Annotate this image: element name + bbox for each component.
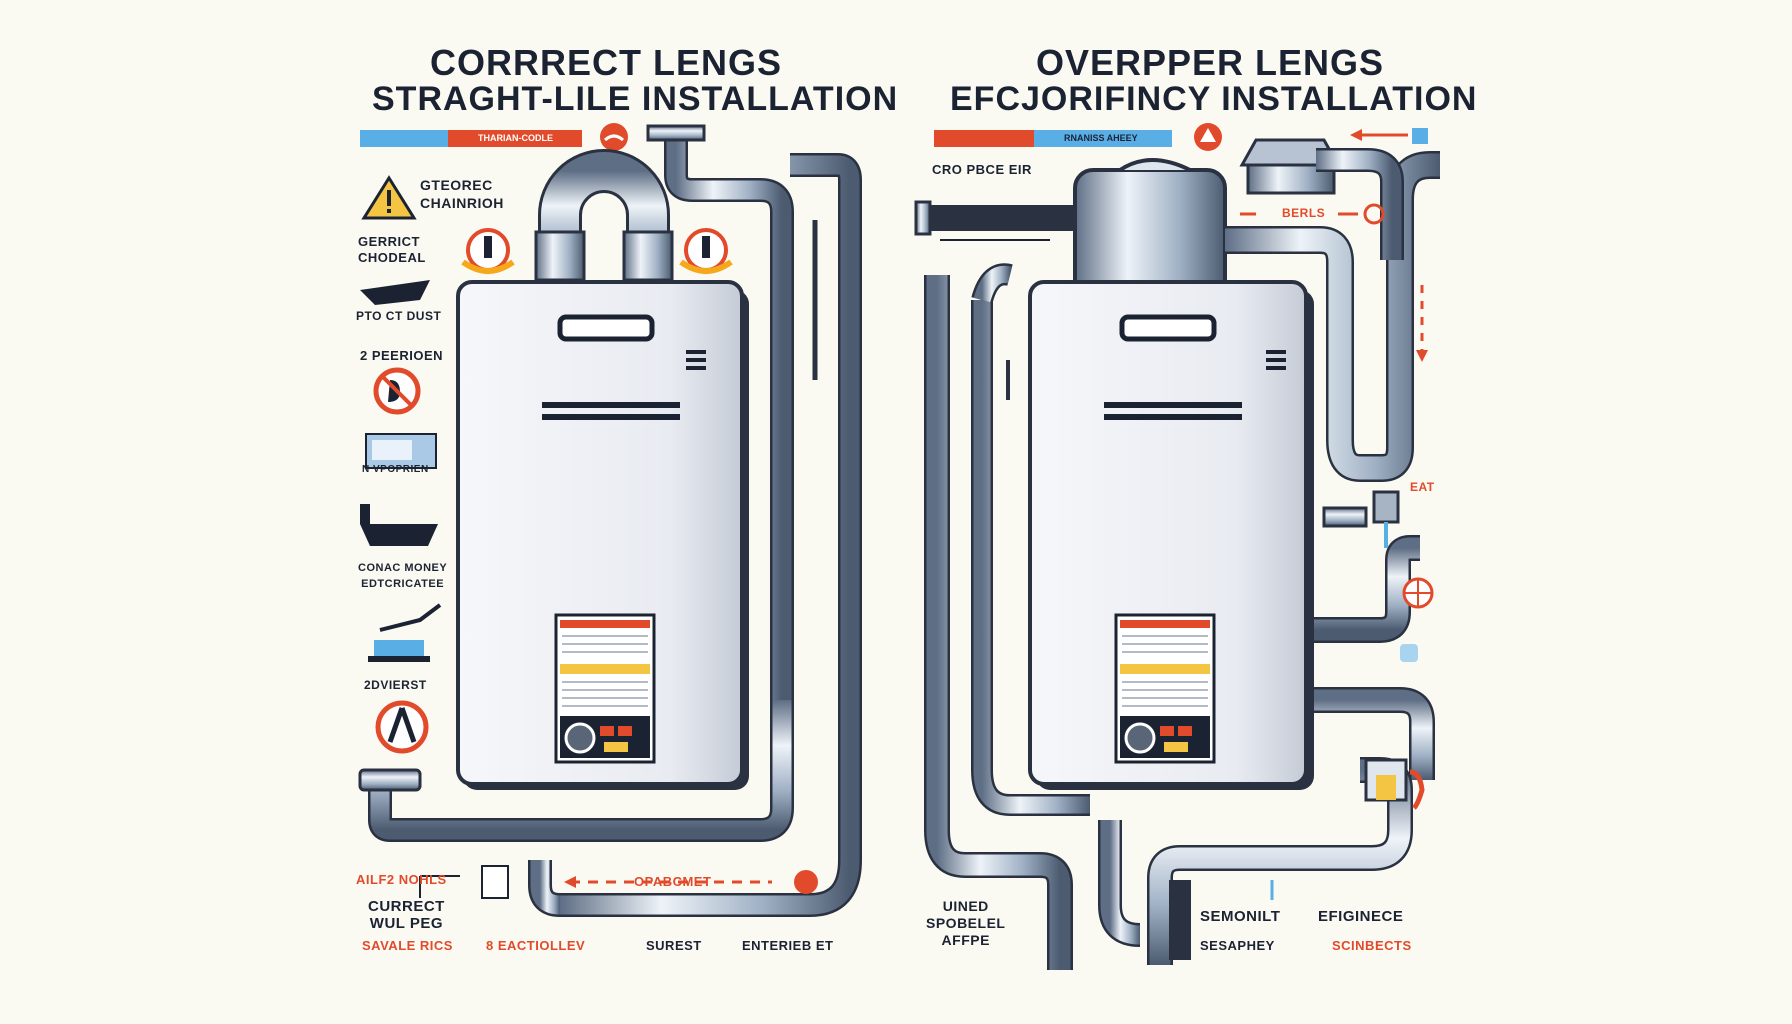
- berls-arrow: [1240, 203, 1385, 225]
- bottom-verticals: [1098, 820, 1191, 960]
- left-banner: THARIAN-CODLE: [448, 130, 582, 148]
- control-dial-icon-right: [1124, 722, 1156, 754]
- right-title-line2: EFCJORIFINCY INSTALLATION: [950, 80, 1478, 118]
- right-banner: RNANISS AHEEY: [1034, 130, 1172, 148]
- label-eat: EAT: [1410, 480, 1435, 494]
- label-conac: CONAC MONEY EDTCRICATEE: [358, 562, 448, 590]
- label-berls: BERLS: [1282, 206, 1326, 220]
- flue-pipe: [646, 124, 794, 720]
- valve-badge-icon-right: [679, 228, 733, 274]
- vent-arch-pipe: [534, 149, 674, 282]
- equipment-icon: [365, 433, 437, 469]
- label-vpoprien: N VPOPRIEN: [362, 464, 429, 475]
- left-banner-label: THARIAN-CODLE: [478, 133, 553, 143]
- tool-icon: [360, 280, 430, 305]
- label-gerrict: GERRICT CHODEAL: [358, 234, 426, 265]
- control-dial-icon: [564, 722, 596, 754]
- label-eactiorlev: 8 EACTIOLLEV: [486, 938, 586, 953]
- label-pto: PTO CT DUST: [356, 309, 442, 323]
- label-efiginece: EFIGINECE: [1318, 908, 1404, 925]
- right-side-pipe: [528, 153, 862, 917]
- grid-globe-icon: [1402, 577, 1434, 609]
- water-heater-right: [1028, 280, 1314, 790]
- label-sesaphey: SESAPHEY: [1200, 938, 1275, 953]
- label-alef: AILF2 NOHLS: [356, 872, 447, 887]
- small-vent-icon: [1412, 128, 1428, 144]
- warning-icon: [361, 175, 417, 220]
- bottom-arrow-left: [564, 870, 818, 894]
- left-title-line2: STRAGHT-LILE INSTALLATION: [372, 80, 899, 118]
- mid-connector-pipe: [1310, 490, 1420, 643]
- winding-pipe-right: [1225, 148, 1440, 482]
- right-panel: [914, 123, 1440, 970]
- no-entry-icon: [373, 367, 421, 415]
- water-heater-left: [456, 280, 749, 790]
- right-title-line1: OVERPPER LENGS: [1036, 42, 1385, 83]
- left-riser-pipes: [924, 263, 1090, 970]
- bottom-feed-pipe: [358, 700, 794, 842]
- label-savale: SAVALE RICS: [362, 938, 453, 953]
- down-arrow-marker: [1416, 285, 1428, 362]
- label-current: CURRECT WUL PEG: [368, 898, 445, 932]
- left-panel: [358, 123, 862, 917]
- label-pbce: CRO PBCE EIR: [932, 162, 1032, 177]
- label-periden: 2 PEERIOEN: [360, 348, 444, 363]
- label-opabcmet: OPABCMET: [634, 874, 712, 889]
- bathtub-icon: [360, 504, 438, 546]
- lower-right-pipes: [1147, 687, 1435, 965]
- pump-icon: [368, 603, 442, 662]
- valve-badge-icon-left: [461, 228, 515, 274]
- right-banner-label: RNANISS AHEEY: [1064, 133, 1138, 143]
- label-surest: SUREST: [646, 938, 702, 953]
- document-icon: [481, 865, 509, 899]
- exhaust-stack: [1073, 158, 1227, 302]
- prohibited-icon: [375, 700, 429, 754]
- left-title-line1: CORRRECT LENGS: [430, 42, 783, 83]
- label-uined: UINED SPOBELEL AFFPE: [926, 898, 1006, 948]
- label-semonilt: SEMONILT: [1200, 908, 1281, 925]
- label-dvierst: 2DVIERST: [364, 678, 427, 692]
- small-badge-icon: [1400, 644, 1418, 662]
- label-enterieb: ENTERIEB ET: [742, 938, 834, 953]
- label-warning: GTEOREC CHAINRIOH: [420, 177, 504, 211]
- label-scinbects: SCINBECTS: [1332, 938, 1412, 953]
